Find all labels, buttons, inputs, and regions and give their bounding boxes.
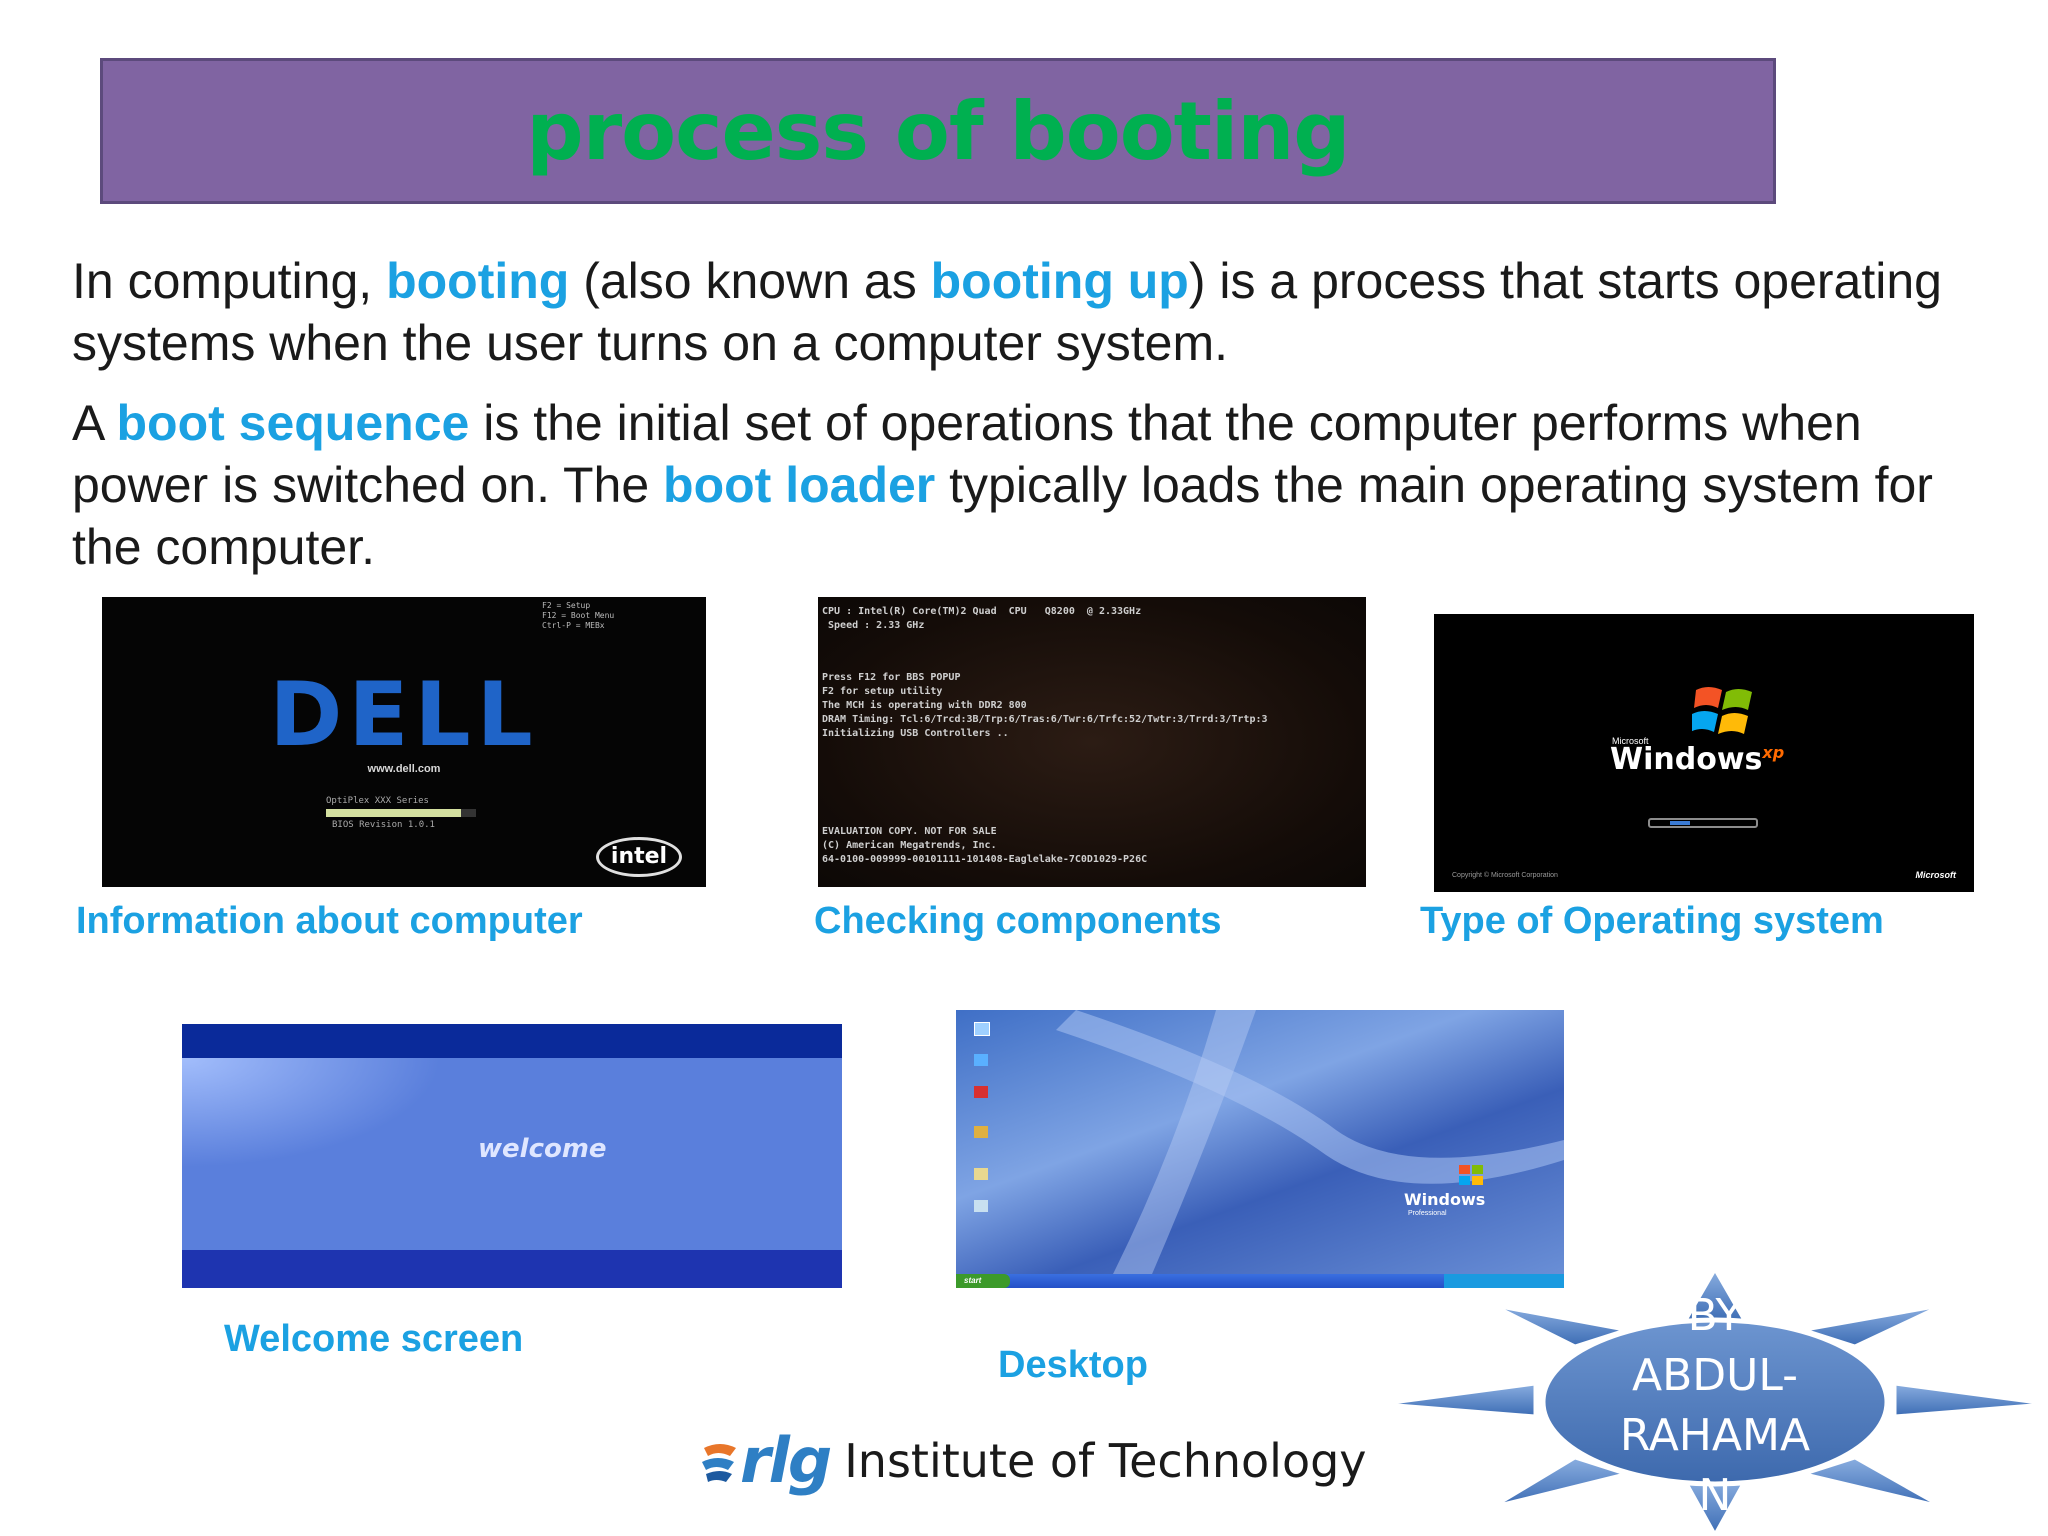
xp-xp-text: xp xyxy=(1762,743,1785,762)
post-footer-lines: EVALUATION COPY. NOT FOR SALE (C) Americ… xyxy=(822,826,1148,865)
flag-red xyxy=(1694,687,1722,708)
para2-text-3: typically loads the main operating syste… xyxy=(72,457,1933,575)
caption-welcome-screen: Welcome screen xyxy=(224,1318,524,1360)
boot-sequence-paragraph: A boot sequence is the initial set of op… xyxy=(72,392,1972,578)
desktop-wallpaper-swoosh xyxy=(1056,1010,1564,1288)
desktop-icon-app-yellow[interactable] xyxy=(974,1126,988,1138)
start-button[interactable]: start xyxy=(956,1274,1010,1288)
welcome-top-band xyxy=(182,1024,842,1058)
para2-text-1: A xyxy=(72,395,117,451)
desktop-icon-app-red[interactable] xyxy=(974,1086,988,1098)
xp-windows-text: Windows xyxy=(1610,742,1763,777)
desktop-windows-flag-icon xyxy=(1459,1165,1483,1185)
desktop-edition-text: Professional xyxy=(1408,1210,1447,1217)
dell-progress-fill xyxy=(326,809,461,817)
dell-bios-screenshot: F2 = Setup F12 = Boot Menu Ctrl-P = MEBx… xyxy=(102,597,706,887)
flag-green xyxy=(1722,689,1752,710)
ray-top-right xyxy=(1804,1304,1941,1348)
dell-bios-revision: BIOS Revision 1.0.1 xyxy=(332,820,435,830)
xp-windows-wordmark: Windowsxp xyxy=(1610,742,1784,777)
flag-blue xyxy=(1692,711,1718,732)
para1-text-1: In computing, xyxy=(72,253,387,309)
rlg-logo: rlg xyxy=(740,1424,832,1497)
dell-bios-hotkeys: F2 = Setup F12 = Boot Menu Ctrl-P = MEBx xyxy=(542,601,615,630)
desktop-icon-network[interactable] xyxy=(974,1054,988,1066)
author-credit: BY ABDUL- RAHAMA N xyxy=(1550,1286,1880,1526)
author-line-by: BY xyxy=(1687,1290,1743,1341)
caption-information-about-computer: Information about computer xyxy=(76,900,583,942)
desktop-icon-my-computer[interactable] xyxy=(974,1022,990,1036)
desktop-taskbar: start xyxy=(956,1274,1564,1288)
welcome-screen-screenshot: welcome xyxy=(182,1024,842,1288)
rlg-swoosh-icon xyxy=(702,1443,736,1482)
ray-left xyxy=(1385,1382,1537,1418)
author-line-1: ABDUL- xyxy=(1632,1350,1798,1401)
para2-term-boot-sequence: boot sequence xyxy=(116,395,470,451)
ray-bottom-right xyxy=(1799,1456,1941,1508)
author-line-3: N xyxy=(1698,1470,1732,1521)
welcome-glow xyxy=(182,1058,442,1168)
windows-xp-boot-screenshot: Microsoft Windowsxp Copyright © Microsof… xyxy=(1434,614,1974,892)
welcome-bottom-band xyxy=(182,1250,842,1288)
para1-term-booting: booting xyxy=(386,253,570,309)
system-tray xyxy=(1444,1274,1564,1288)
author-line-2: RAHAMA xyxy=(1619,1410,1811,1461)
institute-name: Institute of Technology xyxy=(844,1433,1367,1488)
ray-top-left xyxy=(1494,1304,1626,1348)
desktop-windows-text: Windows xyxy=(1404,1190,1486,1209)
institute-footer: rlg Institute of Technology xyxy=(700,1424,1367,1497)
dell-progress-bar xyxy=(326,809,476,817)
intro-paragraph: In computing, booting (also known as boo… xyxy=(72,250,1972,374)
post-cpu-info: CPU : Intel(R) Core(TM)2 Quad CPU Q8200 … xyxy=(822,606,1142,631)
caption-desktop: Desktop xyxy=(998,1344,1148,1386)
title-bar: process of booting xyxy=(100,58,1776,204)
intel-logo: intel xyxy=(596,837,682,877)
dell-website: www.dell.com xyxy=(367,763,441,775)
para1-term-booting-up: booting up xyxy=(930,253,1189,309)
author-oval xyxy=(1540,1317,1890,1487)
desktop-icon-recycle-bin[interactable] xyxy=(974,1200,988,1212)
xp-microsoft-logo: Microsoft xyxy=(1915,870,1957,880)
xp-loading-bar xyxy=(1648,818,1758,828)
para2-text-2: is the initial set of operations that th… xyxy=(72,395,1862,513)
dell-logo: DELL xyxy=(269,663,539,766)
xp-microsoft-label: Microsoft xyxy=(1612,736,1649,746)
post-screen-screenshot: CPU : Intel(R) Core(TM)2 Quad CPU Q8200 … xyxy=(818,597,1366,887)
dell-model-text: OptiPlex XXX Series xyxy=(326,796,429,806)
ray-right xyxy=(1893,1382,2045,1418)
desktop-icon-folder[interactable] xyxy=(974,1168,988,1180)
xp-copyright: Copyright © Microsoft Corporation xyxy=(1452,872,1558,879)
caption-checking-components: Checking components xyxy=(814,900,1222,942)
desktop-screenshot: Windows Professional start xyxy=(956,1010,1564,1288)
xp-loading-blocks xyxy=(1670,821,1690,825)
para2-term-boot-loader: boot loader xyxy=(663,457,936,513)
para1-text-3: ) is a process that starts operating sys… xyxy=(72,253,1942,371)
para1-text-2: (also known as xyxy=(569,253,931,309)
post-status-lines: Press F12 for BBS POPUP F2 for setup uti… xyxy=(822,672,1268,739)
windows-flag-icon xyxy=(1692,687,1752,734)
flag-yellow xyxy=(1718,713,1748,734)
slide-title: process of booting xyxy=(526,84,1350,178)
ray-bottom-left xyxy=(1494,1456,1631,1508)
welcome-text: welcome xyxy=(478,1134,607,1164)
author-starburst xyxy=(1385,1266,2045,1536)
starburst-rays xyxy=(1385,1266,2045,1536)
caption-type-of-operating-system: Type of Operating system xyxy=(1420,900,1884,942)
